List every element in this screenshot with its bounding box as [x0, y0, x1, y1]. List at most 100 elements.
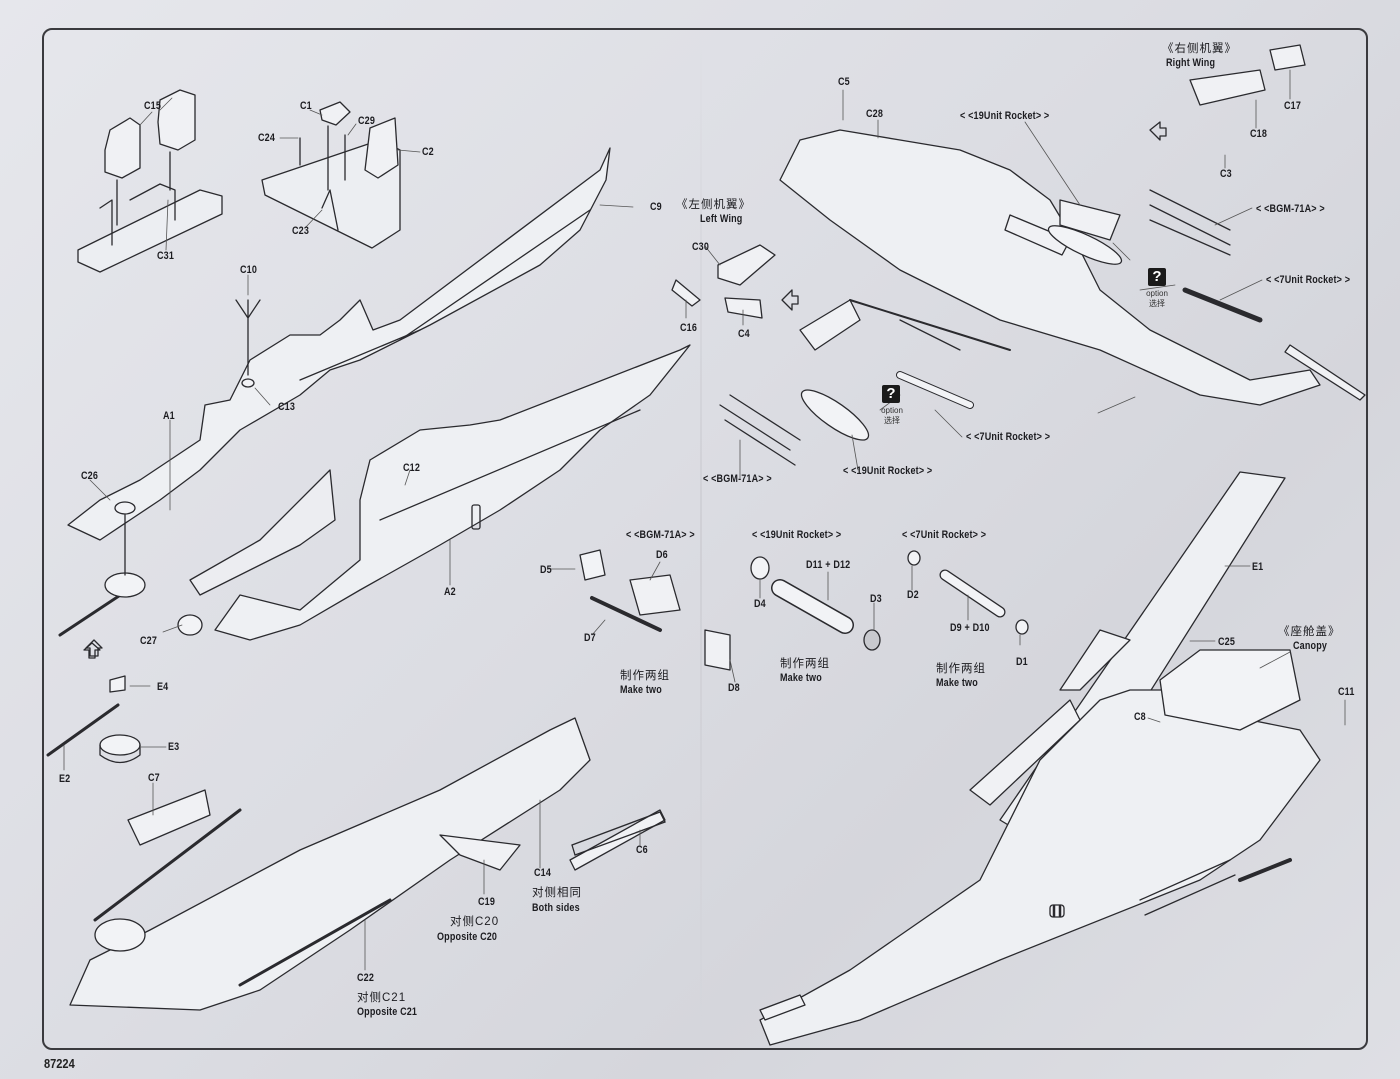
make-two-cn-1: 制作两组: [620, 670, 670, 682]
part-label-c23: C23: [292, 225, 310, 237]
rocket19-callout-top: < <19Unit Rocket> >: [960, 110, 1050, 122]
part-label-c2: C2: [422, 146, 434, 158]
part-label-c18: C18: [1250, 128, 1268, 140]
part-label-e3: E3: [168, 741, 180, 753]
part-label-c11: C11: [1338, 686, 1355, 698]
part-label-c12: C12: [403, 462, 421, 474]
bgm71a-subassembly-drawing: [579, 549, 731, 671]
part-label-c19: C19: [478, 896, 496, 908]
direction-arrow-icon: [1149, 121, 1167, 141]
option-text-en: option: [1146, 289, 1168, 298]
underside-fuselage-drawing: [69, 717, 666, 1011]
rocket19-subassembly-title: < <19Unit Rocket> >: [752, 529, 842, 541]
make-two-en-1: Make two: [620, 684, 662, 696]
left-wing-label-en: Left Wing: [700, 213, 743, 225]
direction-arrow-icon: [85, 639, 103, 657]
left-wing-label-cn: 《左侧机翼》: [676, 199, 751, 211]
part-label-d7: D7: [584, 632, 596, 644]
part-label-e2: E2: [59, 773, 71, 785]
tail-rotor-drawing: [571, 811, 666, 856]
part-label-c28: C28: [866, 108, 884, 120]
make-two-en-2: Make two: [780, 672, 822, 684]
part-label-d9-d10: D9 + D10: [950, 622, 990, 634]
part-label-c10: C10: [240, 264, 258, 276]
leader-lines: [63, 69, 1346, 971]
front-cockpit-tub-drawing: [261, 101, 401, 249]
opposite-c21-en: Opposite C21: [357, 1006, 418, 1018]
canopy-label-cn: 《座舱盖》: [1278, 626, 1341, 638]
canopy-label-en: Canopy: [1293, 640, 1328, 652]
part-label-c7: C7: [148, 772, 160, 784]
part-label-c25: C25: [1218, 636, 1236, 648]
part-label-c31: C31: [157, 250, 175, 262]
left-wing-weapons-drawing: [671, 244, 974, 466]
rocket7-callout-middle: < <7Unit Rocket> >: [966, 431, 1051, 443]
bgm71a-callout-middle: < <BGM-71A> >: [703, 473, 772, 485]
rocket7-callout-top: < <7Unit Rocket> >: [1266, 274, 1351, 286]
part-label-d11-d12: D11 + D12: [806, 559, 851, 571]
part-label-c30: C30: [692, 241, 710, 253]
part-label-e1: E1: [1252, 561, 1264, 573]
part-label-d2: D2: [907, 589, 919, 601]
rocket7-subassembly-title: < <7Unit Rocket> >: [902, 529, 987, 541]
part-label-c16: C16: [680, 322, 698, 334]
rotor-parts-drawing: [46, 642, 141, 764]
instruction-sheet-frame: [42, 28, 1368, 1050]
part-label-d6: D6: [656, 549, 668, 561]
part-label-d8: D8: [728, 682, 740, 694]
part-label-d1: D1: [1016, 656, 1028, 668]
part-label-c1: C1: [300, 100, 312, 112]
fuselage-half-a1-drawing: [58, 147, 611, 637]
option-text-cn: 选择: [1149, 299, 1165, 308]
part-label-c6: C6: [636, 844, 648, 856]
both-sides-en: Both sides: [532, 902, 580, 914]
part-label-c9: C9: [650, 201, 662, 213]
part-label-c27: C27: [140, 635, 158, 647]
part-label-a2: A2: [444, 586, 456, 598]
part-label-d4: D4: [754, 598, 766, 610]
part-label-c26: C26: [81, 470, 99, 482]
bottom-right-helicopter-drawing: [759, 471, 1321, 1046]
bgm71a-subassembly-title: < <BGM-71A> >: [626, 529, 695, 541]
part-label-c17: C17: [1284, 100, 1302, 112]
option-text-cn: 选择: [884, 416, 900, 425]
opposite-c20-en: Opposite C20: [437, 931, 498, 943]
make-two-cn-3: 制作两组: [936, 663, 986, 675]
option-question-icon: ?: [1148, 268, 1166, 286]
part-label-c29: C29: [358, 115, 376, 127]
part-label-c4: C4: [738, 328, 750, 340]
make-two-cn-2: 制作两组: [780, 658, 830, 670]
part-label-c5: C5: [838, 76, 850, 88]
part-label-e4: E4: [157, 681, 169, 693]
opposite-c21-cn: 对侧C21: [357, 992, 407, 1004]
make-two-en-3: Make two: [936, 677, 978, 689]
part-label-c8: C8: [1134, 711, 1146, 723]
option-text-en: option: [881, 406, 903, 415]
opposite-c20-cn: 对侧C20: [450, 916, 500, 928]
part-label-c3: C3: [1220, 168, 1232, 180]
fuselage-half-a2-drawing: [177, 344, 691, 641]
direction-arrow-icon: [781, 289, 799, 311]
part-label-c24: C24: [258, 132, 276, 144]
rocket19-subassembly-drawing: [750, 556, 881, 651]
part-label-c22: C22: [357, 972, 375, 984]
right-wing-label-cn: 《右侧机翼》: [1162, 43, 1237, 55]
page-fold: [700, 30, 702, 1050]
page-code: 87224: [44, 1056, 75, 1071]
part-label-c13: C13: [278, 401, 296, 413]
rocket19-callout-middle: < <19Unit Rocket> >: [843, 465, 933, 477]
part-label-d3: D3: [870, 593, 882, 605]
right-wing-label-en: Right Wing: [1166, 57, 1216, 69]
rocket7-subassembly-drawing: [907, 550, 1029, 635]
option-question-icon: ?: [882, 385, 900, 403]
rear-cockpit-tub-drawing: [77, 89, 223, 273]
part-label-a1: A1: [163, 410, 175, 422]
part-label-d5: D5: [540, 564, 552, 576]
part-label-c14: C14: [534, 867, 552, 879]
part-label-c15: C15: [144, 100, 162, 112]
bgm71a-callout-top: < <BGM-71A> >: [1256, 203, 1325, 215]
top-right-helicopter-drawing: [779, 44, 1366, 406]
